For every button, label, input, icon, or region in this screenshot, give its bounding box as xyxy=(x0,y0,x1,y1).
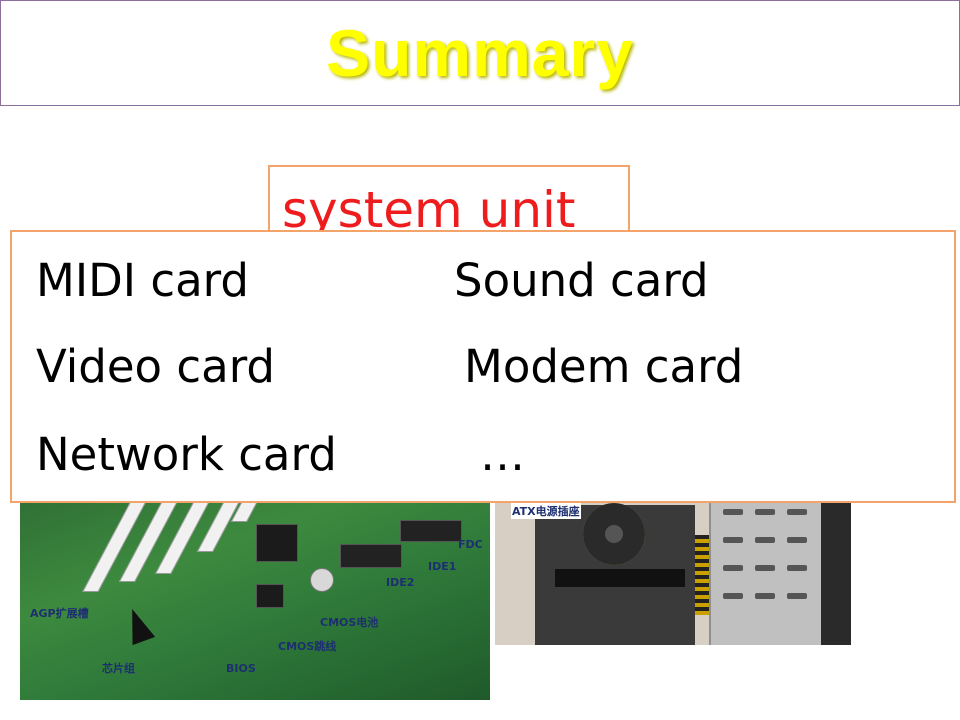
computer-case-photo: ATX电源插座 xyxy=(495,495,851,645)
vent xyxy=(755,509,775,515)
vent xyxy=(787,537,807,543)
vent xyxy=(723,565,743,571)
callout-agp: AGP扩展槽 xyxy=(30,607,89,620)
callout-ide2: IDE2 xyxy=(386,576,415,589)
callout-ide1: IDE1 xyxy=(428,560,457,573)
expansion-cards-box: MIDI card Sound card Video card Modem ca… xyxy=(10,230,956,503)
vent xyxy=(787,593,807,599)
callout-bios: BIOS xyxy=(226,662,256,675)
bios-chip xyxy=(256,584,284,608)
slide-title: Summary xyxy=(326,16,634,90)
system-unit-label: system unit xyxy=(282,181,576,239)
vent xyxy=(723,593,743,599)
callout-cmos-battery: CMOS电池 xyxy=(320,616,379,629)
card-item-modem: Modem card xyxy=(464,340,744,393)
vent xyxy=(723,537,743,543)
vent xyxy=(755,565,775,571)
card-item-video: Video card xyxy=(36,340,275,393)
vent xyxy=(787,509,807,515)
case-side xyxy=(821,495,851,645)
callout-cmos-jumper: CMOS跳线 xyxy=(278,640,337,653)
callout-chipset: 芯片组 xyxy=(102,662,135,675)
callout-atx-power: ATX电源插座 xyxy=(511,503,581,519)
fdc-connector xyxy=(400,520,462,542)
card-item-sound: Sound card xyxy=(454,254,709,307)
case-front-panel xyxy=(709,495,823,645)
card-item-midi: MIDI card xyxy=(36,254,249,307)
graphics-card xyxy=(555,569,685,587)
ide-connector xyxy=(340,544,402,568)
vent xyxy=(755,537,775,543)
callout-fdc: FDC xyxy=(458,538,483,551)
cmos-battery xyxy=(310,568,334,592)
cpu-fan xyxy=(583,503,645,565)
card-item-ellipsis: … xyxy=(480,428,525,481)
chipset xyxy=(256,524,298,562)
card-item-network: Network card xyxy=(36,428,337,481)
motherboard-photo: AGP扩展槽 芯片组 BIOS CMOS跳线 CMOS电池 IDE2 IDE1 … xyxy=(20,480,490,700)
title-bar: Summary xyxy=(0,0,960,106)
vent xyxy=(755,593,775,599)
vent xyxy=(723,509,743,515)
vent xyxy=(787,565,807,571)
